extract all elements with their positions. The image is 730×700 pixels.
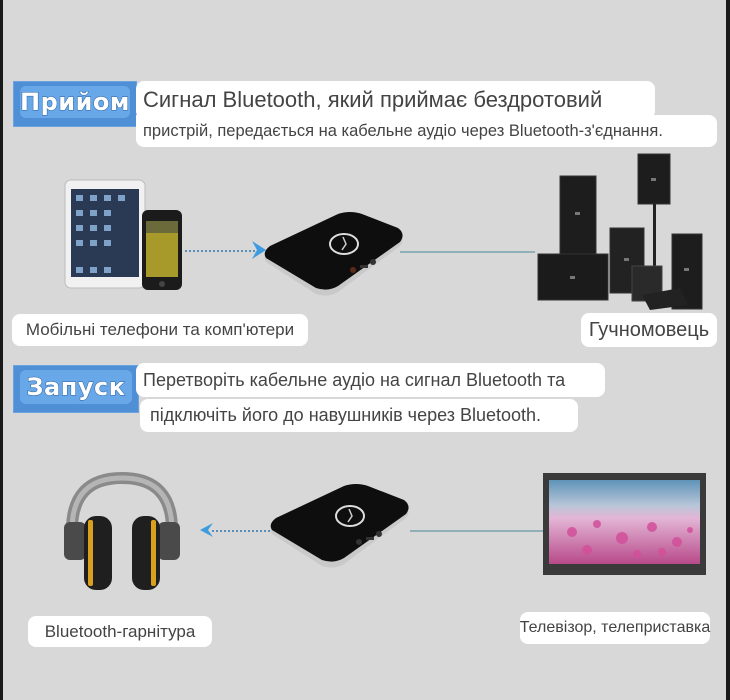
right-border <box>726 0 730 700</box>
bluetooth-signal-line <box>185 250 255 252</box>
left-border <box>0 0 3 700</box>
target-label-headset: Bluetooth-гарнітура <box>28 616 212 647</box>
receive-tag-label: Прийом <box>19 88 131 117</box>
speaker-label-text: Гучномовець <box>588 318 710 341</box>
transmit-tag: Запуск <box>14 366 138 412</box>
target-label-speaker: Гучномовець <box>581 313 717 347</box>
bluetooth-adapter-transmit <box>270 484 409 568</box>
cable-line-2 <box>410 530 544 532</box>
transmit-description-line1: Перетворіть кабельне аудіо на сигнал Blu… <box>136 363 605 397</box>
receive-tag: Прийом <box>14 82 136 126</box>
source-label-mobile: Мобільні телефони та комп'ютери <box>12 314 308 346</box>
source-label-tv: Телевізор, телеприставка <box>520 612 710 644</box>
receive-description-line2: пристрій, передається на кабельне аудіо … <box>136 115 717 147</box>
speaker-icon <box>537 153 703 310</box>
cable-line <box>400 251 535 253</box>
receive-line2-text: пристрій, передається на кабельне аудіо … <box>143 121 663 140</box>
tv-label-text: Телевізор, телеприставка <box>519 619 711 636</box>
headphones-icon <box>64 471 180 590</box>
headset-label-text: Bluetooth-гарнітура <box>44 621 196 641</box>
transmit-line1-text: Перетворіть кабельне аудіо на сигнал Blu… <box>143 369 566 390</box>
transmit-line2-text: підключіть його до навушників через Blue… <box>150 405 542 425</box>
tablet-phone-icon <box>64 179 182 290</box>
tv-icon <box>543 473 706 575</box>
arrow-left-icon <box>200 523 213 537</box>
bluetooth-signal-line-2 <box>212 530 270 532</box>
transmit-tag-label: Запуск <box>26 373 126 402</box>
arrow-right-icon <box>252 241 266 259</box>
bluetooth-adapter-receive <box>264 212 403 296</box>
transmit-description-line2: підключіть його до навушників через Blue… <box>140 399 578 432</box>
receive-line1-text: Сигнал Bluetooth, який приймає бездротов… <box>143 87 603 112</box>
receive-description-line1: Сигнал Bluetooth, який приймає бездротов… <box>136 81 655 119</box>
mobile-label-text: Мобільні телефони та комп'ютери <box>25 320 295 339</box>
